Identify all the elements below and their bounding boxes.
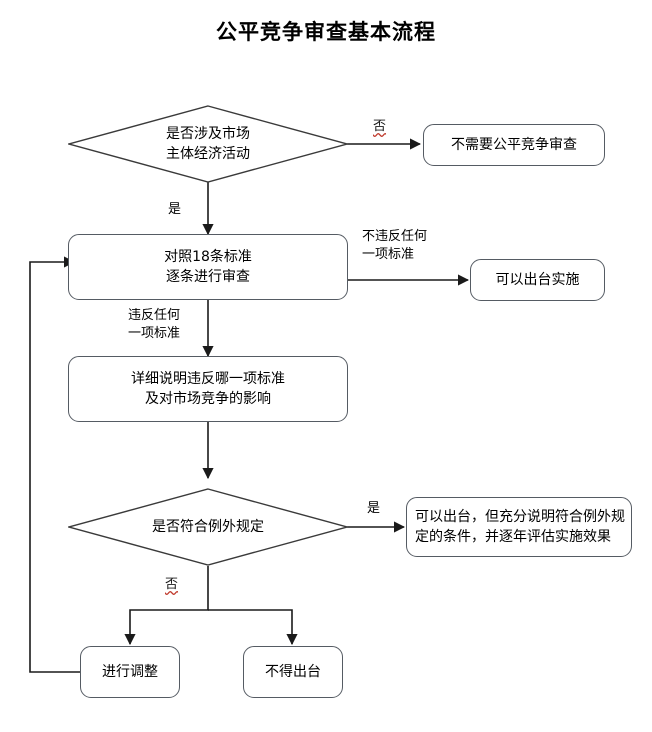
node-decision-market-label: 是否涉及市场 主体经济活动 [166,125,250,162]
edge-label-no-violation: 不违反任何 一项标准 [362,229,428,262]
node-may-issue-with-conditions-label: 可以出台，但充分说明符合例外规 定的条件，并逐年评估实施效果 [415,508,625,545]
edge-feedback-loop [29,256,80,673]
diamond-shape [68,105,348,183]
node-no-review-needed[interactable]: 不需要公平竞争审查 [423,124,605,166]
node-explain-violation-label: 详细说明违反哪一项标准 及对市场竞争的影响 [131,370,285,407]
node-must-not-issue[interactable]: 不得出台 [243,646,343,698]
edge-label-market-no: 否 [373,119,387,134]
node-decision-exception[interactable]: 是否符合例外规定 [68,488,348,566]
node-decision-exception-label: 是否符合例外规定 [152,518,264,535]
node-explain-violation[interactable]: 详细说明违反哪一项标准 及对市场竞争的影响 [68,356,348,422]
node-may-issue-with-conditions[interactable]: 可以出台，但充分说明符合例外规 定的条件，并逐年评估实施效果 [406,497,632,557]
page-title: 公平竞争审查基本流程 [216,20,436,44]
diamond-shape [68,488,348,566]
edge-exception-no-right [208,609,298,646]
node-decision-market[interactable]: 是否涉及市场 主体经济活动 [68,105,348,183]
node-must-not-issue-label: 不得出台 [265,663,321,680]
edge-label-violation: 违反任何 一项标准 [128,308,181,341]
edge-label-exception-no: 否 [165,577,179,592]
edge-label-exception-yes: 是 [367,501,381,516]
node-adjust-label: 进行调整 [102,663,158,680]
edge-label-market-yes: 是 [168,202,182,217]
node-review-18[interactable]: 对照18条标准 逐条进行审查 [68,234,348,300]
node-no-review-needed-label: 不需要公平竞争审查 [451,136,577,153]
node-adjust[interactable]: 进行调整 [80,646,180,698]
node-may-issue[interactable]: 可以出台实施 [470,259,605,301]
node-review-18-label: 对照18条标准 逐条进行审查 [164,248,252,285]
node-may-issue-label: 可以出台实施 [495,271,580,288]
